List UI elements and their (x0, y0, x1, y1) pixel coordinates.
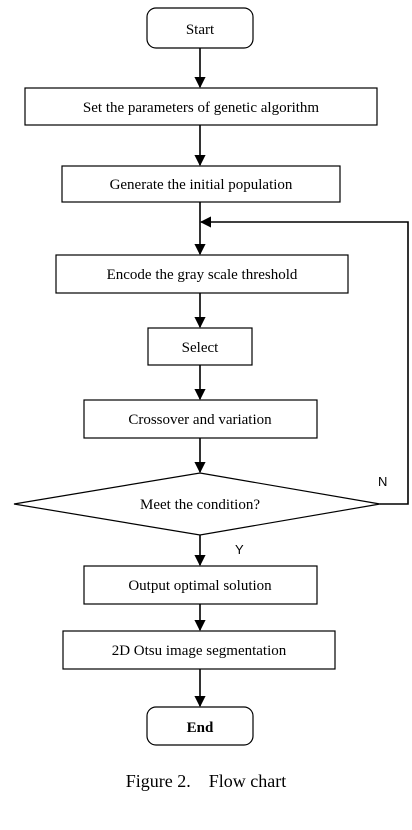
start-label: Start (186, 22, 215, 38)
generate-population-step: Generate the initial population (61, 165, 341, 203)
encode-threshold-label: Encode the gray scale threshold (107, 267, 298, 283)
end-node: End (146, 706, 254, 746)
meet-condition-decision: Meet the condition? (13, 472, 381, 536)
select-label: Select (182, 340, 219, 356)
no-label: N (378, 474, 387, 489)
select-step: Select (147, 327, 253, 366)
start-node: Start (146, 7, 254, 49)
crossover-variation-step: Crossover and variation (83, 399, 318, 439)
generate-population-label: Generate the initial population (110, 177, 293, 193)
set-parameters-label: Set the parameters of genetic algorithm (83, 100, 319, 116)
set-parameters-step: Set the parameters of genetic algorithm (24, 87, 378, 126)
no-loop-connector (199, 216, 409, 505)
encode-threshold-step: Encode the gray scale threshold (55, 254, 349, 294)
output-solution-label: Output optimal solution (128, 578, 272, 594)
end-label: End (187, 720, 214, 736)
crossover-variation-label: Crossover and variation (128, 412, 272, 428)
output-solution-step: Output optimal solution (83, 565, 318, 605)
figure-caption: Figure 2. Flow chart (126, 771, 286, 791)
otsu-segmentation-step: 2D Otsu image segmentation (62, 630, 336, 670)
meet-condition-label: Meet the condition? (140, 497, 260, 513)
otsu-segmentation-label: 2D Otsu image segmentation (112, 643, 287, 659)
yes-label: Y (235, 542, 244, 557)
